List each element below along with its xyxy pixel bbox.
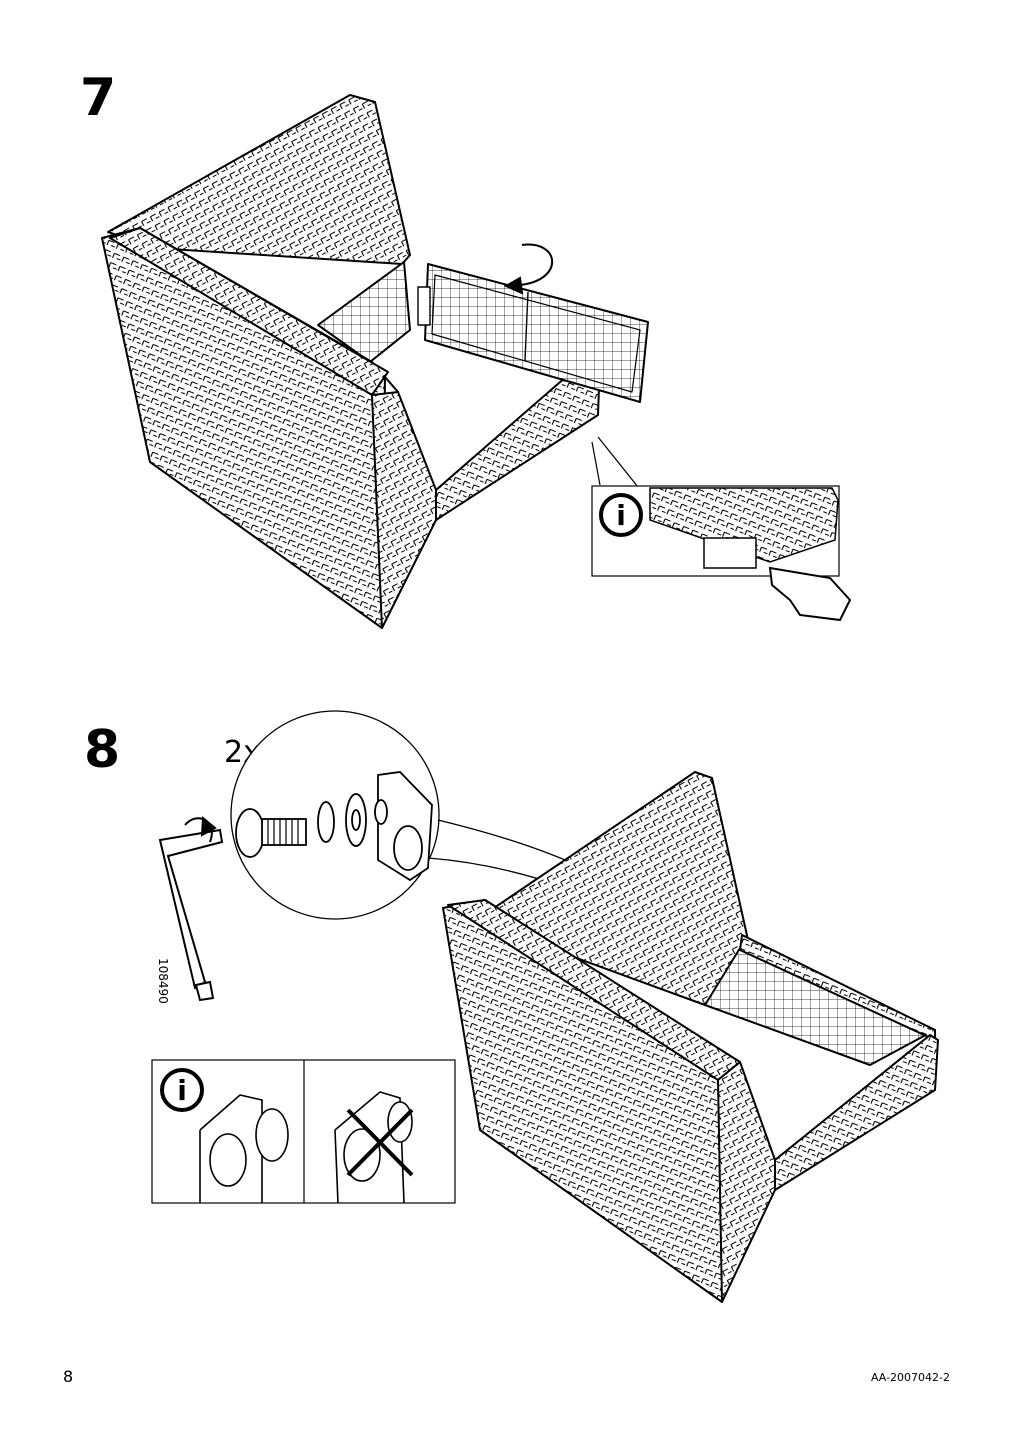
info-icon-step8: [160, 1068, 204, 1112]
step-7-chair: [101, 94, 601, 629]
cross-icon: [346, 1108, 414, 1177]
allen-key-icon: [158, 815, 224, 1002]
step-8-number: 8: [84, 720, 121, 780]
step-7-number: 7: [80, 68, 117, 128]
rotate-arrow-icon: [503, 243, 554, 295]
hand-press-icon: [768, 566, 852, 622]
correct-bolt-example: [199, 1094, 289, 1203]
washer-icon: [317, 793, 423, 871]
step-7-seat-frame: [417, 263, 649, 403]
page-number: 8: [63, 1367, 74, 1386]
bolt-icon: [235, 808, 307, 858]
step-7-callout-lines: [591, 436, 639, 488]
document-code: AA-2007042-2: [870, 1371, 950, 1384]
info-icon-step8-glyph: i: [177, 1074, 187, 1107]
info-icon: [599, 493, 643, 537]
step-8-chair: [442, 771, 939, 1303]
info-icon-glyph: i: [616, 499, 626, 532]
